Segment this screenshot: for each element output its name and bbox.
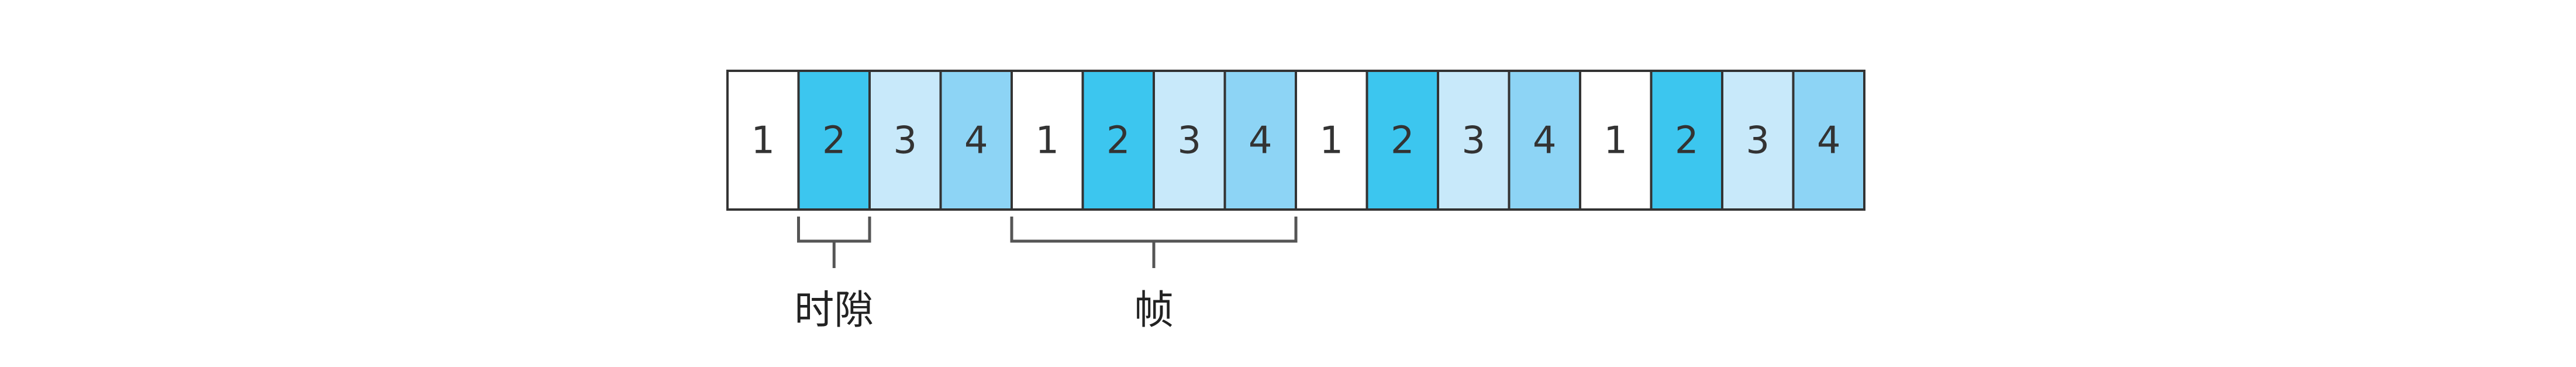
time-slot-1: 1 bbox=[726, 70, 800, 211]
time-slot-box bbox=[797, 70, 871, 211]
time-slot-5: 1 bbox=[1011, 70, 1084, 211]
time-slot-2: 2 bbox=[797, 70, 871, 211]
time-slot-number: 4 bbox=[964, 119, 988, 163]
frame-bracket-line bbox=[1010, 217, 1298, 268]
time-slot-number: 3 bbox=[1746, 119, 1770, 163]
time-slot-6: 2 bbox=[1081, 70, 1155, 211]
time-slot-box bbox=[1508, 70, 1581, 211]
time-slot-number: 3 bbox=[1177, 119, 1201, 163]
time-slot-number: 3 bbox=[893, 119, 917, 163]
time-slot-4: 4 bbox=[939, 70, 1013, 211]
time-slot-number: 4 bbox=[1817, 119, 1841, 163]
time-slot-box bbox=[1792, 70, 1865, 211]
timeslot-bracket: 时隙 bbox=[794, 217, 874, 334]
slot-row: 1 2 3 4 1 2 3 4 1 2 3 4 1 2 3 4 bbox=[726, 70, 1865, 211]
time-slot-15: 3 bbox=[1721, 70, 1795, 211]
time-slot-box bbox=[1295, 70, 1368, 211]
time-slot-number: 4 bbox=[1533, 119, 1557, 163]
time-slot-11: 3 bbox=[1437, 70, 1511, 211]
time-slot-number: 1 bbox=[1603, 119, 1627, 163]
time-slot-number: 2 bbox=[1391, 119, 1415, 163]
time-slot-number: 1 bbox=[751, 119, 775, 163]
frame-bracket: 帧 bbox=[1010, 217, 1298, 334]
time-slot-8: 4 bbox=[1223, 70, 1297, 211]
time-slot-number: 1 bbox=[1319, 119, 1343, 163]
time-slot-7: 3 bbox=[1153, 70, 1226, 211]
timeslot-label: 时隙 bbox=[794, 287, 874, 334]
time-slot-box bbox=[1153, 70, 1226, 211]
time-slot-10: 2 bbox=[1365, 70, 1439, 211]
time-slot-box bbox=[1650, 70, 1723, 211]
time-slot-13: 1 bbox=[1579, 70, 1653, 211]
time-slot-12: 4 bbox=[1508, 70, 1581, 211]
time-slot-number: 2 bbox=[1106, 119, 1130, 163]
time-slot-16: 4 bbox=[1792, 70, 1865, 211]
time-slot-9: 1 bbox=[1295, 70, 1368, 211]
time-slot-box bbox=[868, 70, 942, 211]
time-slot-box bbox=[1579, 70, 1653, 211]
timeslot-bracket-line bbox=[797, 217, 871, 268]
time-slot-number: 4 bbox=[1249, 119, 1273, 163]
time-slot-box bbox=[1223, 70, 1297, 211]
time-slot-number: 3 bbox=[1461, 119, 1485, 163]
time-slot-14: 2 bbox=[1650, 70, 1723, 211]
time-slot-number: 2 bbox=[822, 119, 846, 163]
time-slot-box bbox=[1011, 70, 1084, 211]
frame-label: 帧 bbox=[1134, 287, 1174, 334]
time-slot-box bbox=[726, 70, 800, 211]
time-slot-box bbox=[1081, 70, 1155, 211]
time-slot-number: 1 bbox=[1035, 119, 1059, 163]
time-slot-number: 2 bbox=[1675, 119, 1699, 163]
time-slot-box bbox=[1365, 70, 1439, 211]
time-slot-3: 3 bbox=[868, 70, 942, 211]
